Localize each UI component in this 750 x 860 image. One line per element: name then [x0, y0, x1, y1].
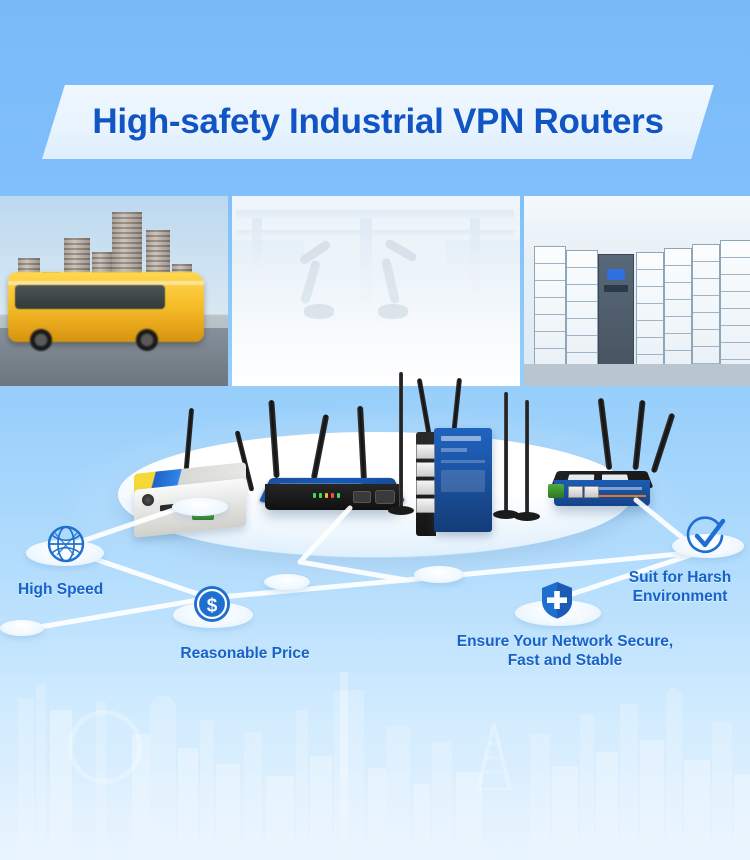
compact-vpn-router — [540, 397, 680, 528]
magnetic-whip-antenna — [487, 392, 527, 537]
locker-column — [664, 248, 692, 378]
serial-port[interactable] — [375, 490, 395, 504]
page-title: High-safety Industrial VPN Routers — [92, 102, 664, 141]
status-led — [313, 493, 316, 498]
network-node-pad — [264, 574, 310, 590]
feature-high-speed[interactable]: High Speed — [18, 512, 198, 602]
antenna-connector — [142, 494, 154, 506]
antenna-magnetic-base — [514, 512, 540, 521]
din-rail-industrial-router — [414, 377, 506, 536]
svg-text:$: $ — [207, 596, 218, 617]
power-terminal-block — [548, 484, 564, 498]
router-brand-text — [592, 487, 642, 490]
check-circle-icon — [686, 516, 728, 563]
router-brand-text — [441, 436, 481, 441]
antenna-rod — [525, 400, 529, 516]
link-line — [207, 577, 409, 601]
bus — [8, 272, 204, 351]
bus-stripe — [8, 281, 204, 285]
skyline-fade — [0, 764, 750, 860]
bus-wheel — [30, 329, 52, 351]
antenna-rod — [399, 372, 403, 510]
bus-windows — [15, 285, 165, 309]
link-line — [297, 559, 409, 583]
feature-label-harsh-line2: Environment — [632, 588, 728, 605]
photo-fade — [232, 196, 520, 386]
router-label — [441, 460, 485, 463]
feature-label-network-secure-line1: Ensure Your Network Secure, — [456, 633, 674, 650]
feature-label-reasonable-price: Reasonable Price — [180, 645, 310, 662]
feature-label-network-secure-line2: Fast and Stable — [507, 652, 623, 669]
link-line — [19, 595, 213, 633]
floor — [524, 364, 750, 386]
antenna — [632, 399, 646, 471]
desktop-vpn-router — [255, 399, 425, 535]
network-node-pad — [0, 620, 44, 636]
feature-harsh-environment[interactable]: Suit for Harsh Environment — [610, 506, 750, 606]
city-bus-photo — [0, 196, 228, 386]
link-line — [563, 549, 703, 599]
ethernet-port[interactable] — [416, 480, 435, 495]
antenna-magnetic-base — [493, 510, 519, 519]
locker-kiosk — [598, 254, 634, 376]
ethernet-port[interactable] — [568, 486, 583, 498]
antenna — [416, 378, 433, 440]
router-front-face — [434, 428, 492, 532]
locker-column — [534, 246, 566, 378]
bus-wheel — [136, 329, 158, 351]
locker-column — [636, 252, 664, 378]
network-node-pad — [172, 498, 228, 516]
magnetic-whip-antenna — [508, 400, 548, 540]
locker-column — [566, 250, 598, 376]
ethernet-port[interactable] — [416, 444, 435, 459]
antenna-rod — [504, 392, 508, 514]
network-link-lines — [19, 497, 703, 633]
status-led — [319, 493, 322, 498]
photo-strip — [0, 196, 750, 386]
link-line — [297, 505, 353, 565]
antenna — [650, 412, 676, 474]
ethernet-port[interactable] — [416, 462, 435, 477]
antenna-magnetic-base — [388, 506, 414, 515]
status-led — [331, 493, 334, 498]
feature-label-harsh-line1: Suit for Harsh — [628, 569, 732, 586]
kiosk-screen[interactable] — [607, 269, 625, 280]
magnetic-whip-antenna — [382, 372, 422, 532]
dollar-coin-icon: $ — [192, 584, 232, 629]
locker-column — [692, 244, 720, 378]
ethernet-port[interactable] — [584, 486, 599, 498]
title-plate — [42, 85, 714, 159]
ethernet-port[interactable] — [416, 498, 435, 513]
feature-network-secure[interactable]: Ensure Your Network Secure, Fast and Sta… — [455, 576, 675, 676]
status-led — [337, 493, 340, 498]
router-accent-line — [592, 495, 646, 497]
ceiling — [524, 196, 750, 250]
feature-label-high-speed: High Speed — [18, 581, 104, 598]
city-skyline-watermark — [0, 650, 750, 860]
kiosk-slot — [604, 285, 628, 292]
antenna — [357, 405, 367, 481]
factory-automation-photo — [232, 196, 520, 386]
locker-column — [720, 240, 750, 378]
smart-lockers-photo — [524, 196, 750, 386]
shield-icon — [539, 580, 575, 625]
title-banner: High-safety Industrial VPN Routers — [42, 85, 714, 159]
router-sticker — [441, 470, 485, 492]
router-front-panel — [265, 484, 399, 510]
globe-network-icon — [44, 522, 88, 571]
router-model-text — [441, 448, 467, 452]
usb-port[interactable] — [353, 491, 371, 503]
antenna — [268, 399, 280, 479]
antenna — [597, 397, 613, 471]
feature-reasonable-price[interactable]: $ Reasonable Price — [145, 578, 345, 668]
status-led — [325, 493, 328, 498]
network-node-pad — [414, 566, 464, 583]
